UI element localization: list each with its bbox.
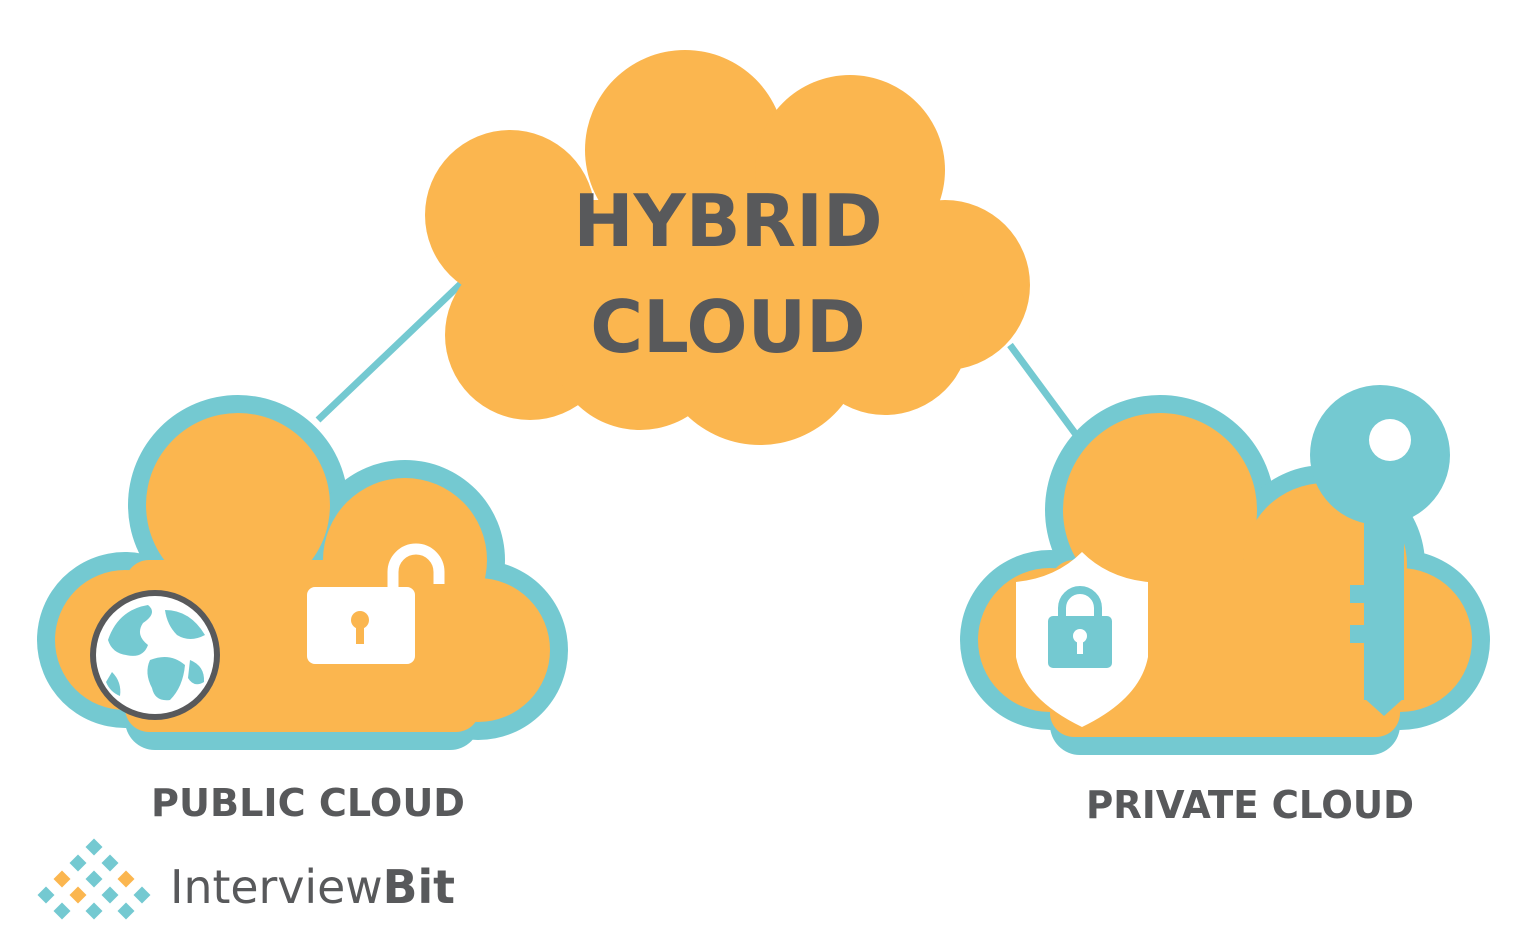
hybrid-cloud: HYBRID CLOUD [425,50,1030,445]
hybrid-title-line2: CLOUD [590,285,866,369]
logo-diamond-mark [37,838,151,920]
logo-text-bit: Bit [383,860,455,914]
interviewbit-logo: InterviewBit [37,838,455,920]
public-cloud: PUBLIC CLOUD [37,395,568,825]
unlocked-padlock-icon [307,543,445,664]
connector-public [315,272,473,423]
logo-wordmark: InterviewBit [170,860,455,914]
hybrid-title-line1: HYBRID [573,179,882,263]
shield-lock-icon [1016,552,1148,727]
logo-text-interview: Interview [170,860,383,914]
public-cloud-label: PUBLIC CLOUD [151,781,465,825]
globe-icon [90,590,220,720]
private-cloud: PRIVATE CLOUD [960,385,1490,827]
private-cloud-label: PRIVATE CLOUD [1086,783,1414,827]
key-icon [1310,385,1450,716]
connector-private [1007,342,1083,443]
